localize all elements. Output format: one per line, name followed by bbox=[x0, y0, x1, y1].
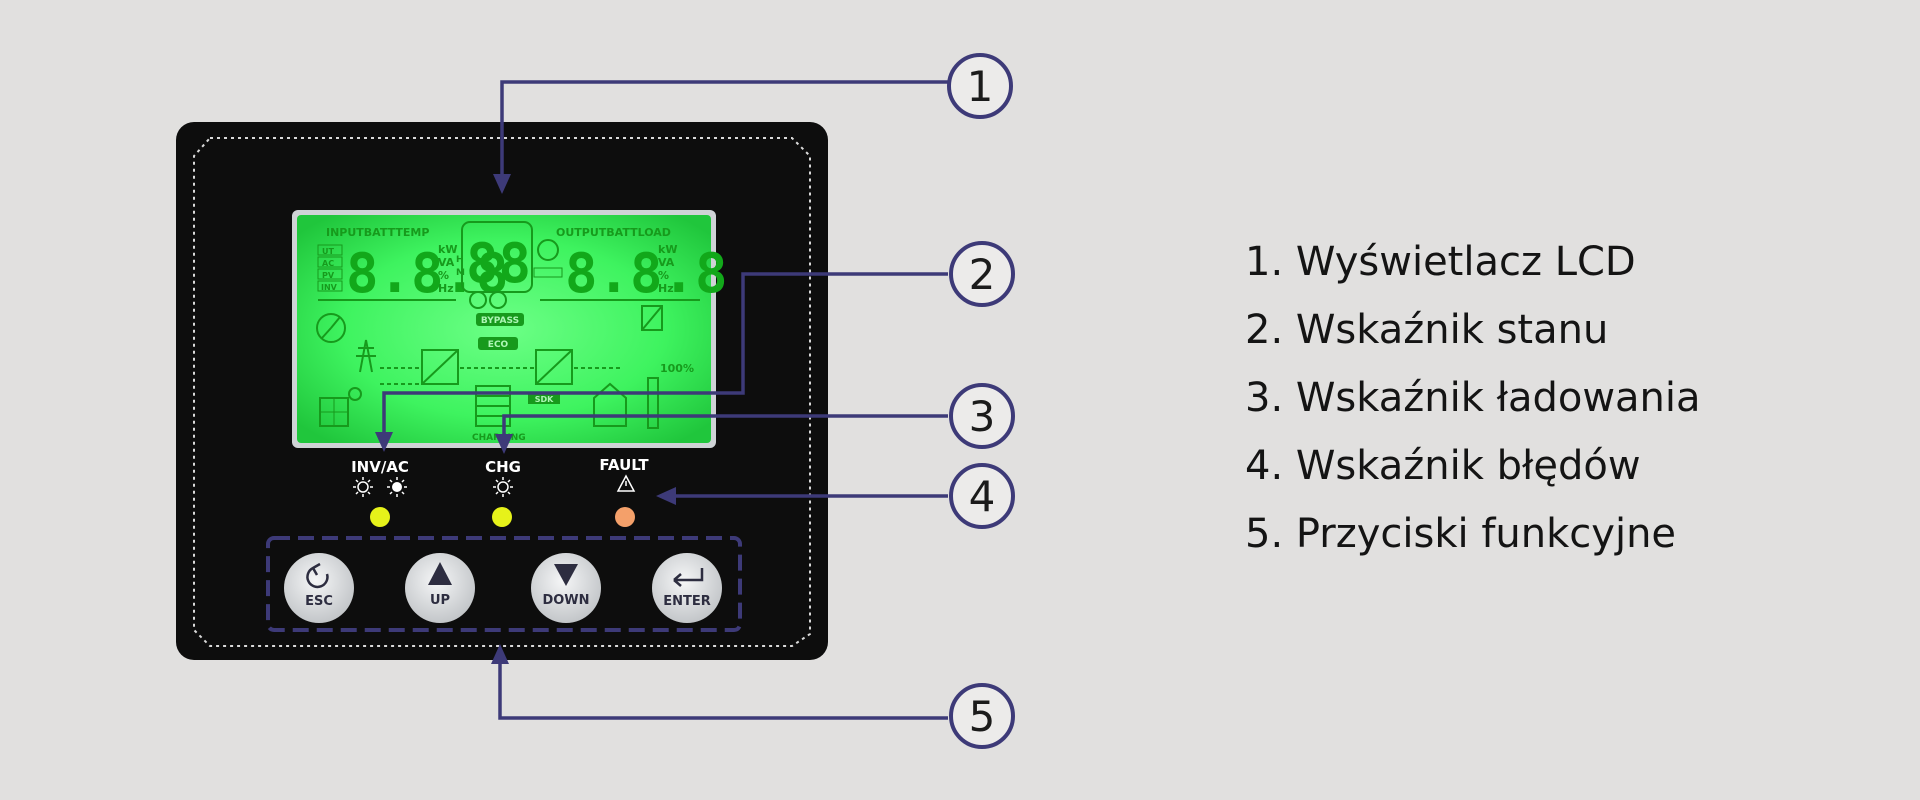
lcd-eco-label: ECO bbox=[488, 340, 509, 350]
lcd-load-icon bbox=[641, 305, 663, 331]
down-button[interactable]: DOWN bbox=[531, 553, 601, 623]
lcd-load-bar bbox=[647, 377, 659, 429]
callout-5: 5 bbox=[949, 683, 1015, 749]
lcd-sdk-label: SDK bbox=[535, 395, 554, 404]
sun-outline-icon bbox=[353, 477, 373, 497]
lcd-unit-va-right: VA bbox=[658, 256, 675, 269]
undo-arrow-icon bbox=[306, 562, 329, 589]
lcd-digits-left: 8.8.8 bbox=[346, 242, 509, 305]
lcd-side-tags: UT AC PV INV bbox=[317, 244, 343, 292]
arrowhead-4 bbox=[656, 487, 676, 505]
lcd-unit-kw-left: kW bbox=[438, 243, 457, 256]
lcd-solar-panel-icon bbox=[319, 387, 362, 427]
lcd-inverter-icon bbox=[535, 349, 573, 385]
lcd-display: INPUTBATTTEMP OUTPUTBATTLOAD UT AC PV IN… bbox=[292, 210, 728, 448]
enter-button[interactable]: ENTER bbox=[652, 553, 722, 623]
lcd-status-icon-b bbox=[489, 291, 507, 309]
legend-item-status: 2. Wskaźnik stanu bbox=[1245, 307, 1609, 353]
indicator-fault-led bbox=[615, 507, 635, 527]
lcd-bypass-label: BYPASS bbox=[481, 316, 519, 326]
lcd-minute-label: M bbox=[456, 268, 465, 278]
arrowhead-3 bbox=[495, 434, 513, 454]
up-button-label: UP bbox=[430, 593, 450, 608]
lcd-tag-pv: PV bbox=[322, 271, 335, 280]
down-button-label: DOWN bbox=[542, 593, 589, 608]
callout-3-number: 3 bbox=[969, 392, 996, 441]
indicator-inv-ac: INV/AC bbox=[351, 458, 409, 527]
callout-1-number: 1 bbox=[967, 62, 994, 111]
sun-icon bbox=[493, 477, 513, 497]
lcd-unit-va-left: VA bbox=[438, 256, 455, 269]
enter-arrow-icon bbox=[673, 568, 704, 587]
lcd-wave-icon bbox=[537, 239, 559, 261]
lcd-tag-ac: AC bbox=[322, 259, 334, 268]
legend-list: 1. Wyświetlacz LCD 2. Wskaźnik stanu 3. … bbox=[1245, 228, 1701, 568]
lcd-load-percent: 100% bbox=[660, 362, 694, 375]
indicator-inv-ac-led bbox=[370, 507, 390, 527]
buttons-dashed-frame bbox=[266, 536, 742, 632]
lcd-unit-hz-left: Hz bbox=[438, 282, 454, 295]
callout-3: 3 bbox=[949, 383, 1015, 449]
legend-item-lcd: 1. Wyświetlacz LCD bbox=[1245, 239, 1636, 285]
lcd-tag-inv: INV bbox=[321, 283, 338, 292]
leader-arrowheads bbox=[375, 174, 676, 664]
legend-item-charging: 3. Wskaźnik ładowania bbox=[1245, 375, 1701, 421]
indicator-fault-label: FAULT bbox=[599, 456, 649, 474]
indicator-chg: CHG bbox=[485, 458, 521, 527]
lcd-tag-ut: UT bbox=[322, 247, 334, 256]
leader-2 bbox=[382, 272, 948, 440]
panel-dotted-border bbox=[193, 137, 811, 647]
callout-4: 4 bbox=[949, 463, 1015, 529]
triangle-up-icon bbox=[428, 562, 452, 585]
lcd-rectifier-icon bbox=[421, 349, 459, 385]
lcd-small-tag bbox=[533, 267, 563, 278]
callout-1: 1 bbox=[947, 53, 1013, 119]
indicator-chg-led bbox=[492, 507, 512, 527]
arrowhead-2 bbox=[375, 432, 393, 452]
sun-filled-icon bbox=[387, 477, 407, 497]
lcd-unit-pct-left: % bbox=[438, 269, 449, 282]
legend-item-buttons: 5. Przyciski funkcyjne bbox=[1245, 511, 1677, 557]
esc-button[interactable]: ESC bbox=[284, 553, 354, 623]
lcd-wind-turbine-icon bbox=[316, 313, 346, 343]
lcd-bypass-tag bbox=[476, 313, 524, 326]
callout-2-number: 2 bbox=[969, 250, 996, 299]
leader-1 bbox=[500, 80, 948, 184]
callout-2: 2 bbox=[949, 241, 1015, 307]
warning-triangle-icon bbox=[616, 474, 636, 492]
up-button[interactable]: UP bbox=[405, 553, 475, 623]
arrowhead-1 bbox=[493, 174, 511, 194]
lcd-eco-tag bbox=[478, 337, 518, 350]
lcd-sdk-tag bbox=[528, 392, 560, 404]
arrowhead-5 bbox=[491, 644, 509, 664]
lcd-digits-right: 8.8.8 bbox=[565, 242, 728, 305]
indicator-inv-ac-label: INV/AC bbox=[351, 458, 409, 476]
lcd-hour-label: H bbox=[456, 255, 464, 265]
leader-5 bbox=[498, 662, 948, 720]
indicator-fault: FAULT bbox=[599, 456, 649, 527]
lcd-unit-kw-right: kW bbox=[658, 243, 677, 256]
legend-item-fault: 4. Wskaźnik błędów bbox=[1245, 443, 1641, 489]
lcd-digits-center: 88 bbox=[466, 232, 531, 295]
lcd-house-icon bbox=[593, 382, 627, 427]
lcd-input-labels: INPUTBATTTEMP bbox=[326, 226, 429, 239]
callout-5-number: 5 bbox=[969, 692, 996, 741]
enter-button-label: ENTER bbox=[663, 594, 711, 609]
lcd-unit-pct-right: % bbox=[658, 269, 669, 282]
lcd-output-labels: OUTPUTBATTLOAD bbox=[556, 226, 671, 239]
callout-4-number: 4 bbox=[969, 472, 996, 521]
triangle-down-icon bbox=[554, 564, 578, 586]
lcd-unit-hz-right: Hz bbox=[658, 282, 674, 295]
esc-button-label: ESC bbox=[305, 594, 333, 609]
indicator-chg-label: CHG bbox=[485, 458, 521, 476]
lcd-status-icon-a bbox=[469, 291, 487, 309]
callout-leaders bbox=[382, 80, 948, 720]
lcd-power-tower-icon bbox=[356, 339, 376, 373]
